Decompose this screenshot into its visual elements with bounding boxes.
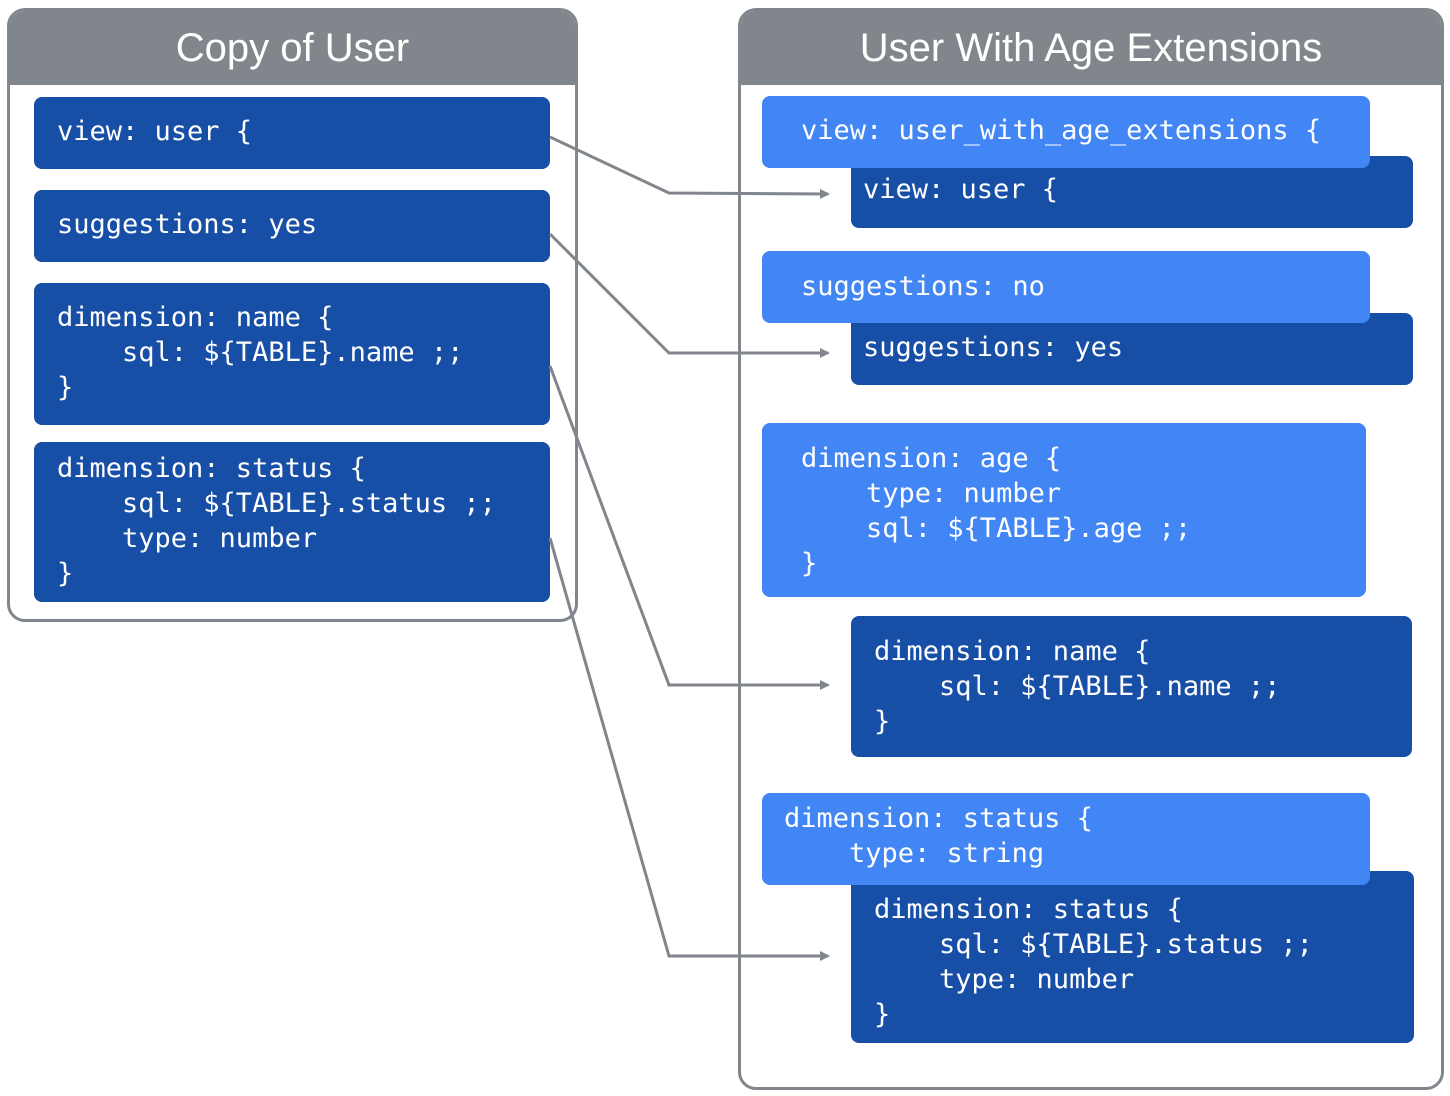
right-suggestions-yes-block: suggestions: yes — [851, 313, 1413, 385]
left-view-user-block: view: user { — [34, 97, 550, 169]
left-dimension-status-block: dimension: status { sql: ${TABLE}.status… — [34, 442, 550, 602]
right-view-user-block: view: user { — [851, 156, 1413, 228]
right-dimension-name-block: dimension: name { sql: ${TABLE}.name ;; … — [851, 616, 1412, 757]
left-suggestions-block: suggestions: yes — [34, 190, 550, 262]
right-dimension-status-block: dimension: status { sql: ${TABLE}.status… — [851, 871, 1414, 1043]
extension-view-block: view: user_with_age_extensions { — [762, 96, 1370, 168]
extension-dimension-status-block: dimension: status { type: string — [762, 793, 1370, 885]
user-with-age-extensions-title: User With Age Extensions — [741, 11, 1441, 85]
left-dimension-name-block: dimension: name { sql: ${TABLE}.name ;; … — [34, 283, 550, 425]
extension-dimension-age-block: dimension: age { type: number sql: ${TAB… — [762, 423, 1366, 597]
extension-suggestions-no-block: suggestions: no — [762, 251, 1370, 323]
copy-of-user-title: Copy of User — [10, 11, 575, 85]
